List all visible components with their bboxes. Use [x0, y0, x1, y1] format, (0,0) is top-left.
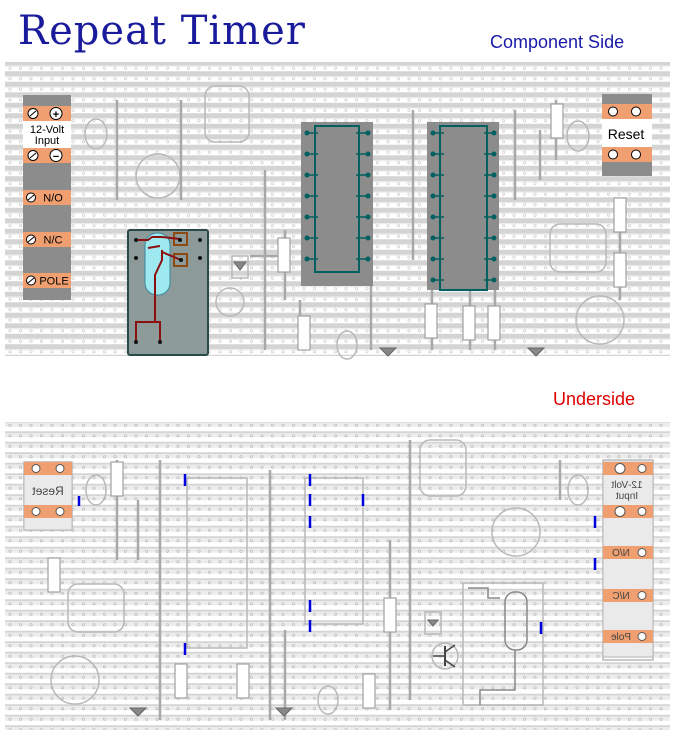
underside-power-relay-terminal: 12-Volt Input N/O N/C Pole — [602, 461, 654, 658]
power-label-line2: Input — [35, 135, 59, 147]
underside-reset-terminal: Reset — [23, 461, 73, 531]
diodes-underside — [128, 619, 440, 717]
component-side-label: Component Side — [490, 32, 625, 52]
plus-symbol: + — [53, 109, 59, 121]
underside-board — [5, 422, 670, 730]
relay-component — [127, 229, 209, 356]
diodes-top — [233, 261, 546, 357]
track-cuts-underside — [77, 474, 597, 655]
minus-symbol: − — [53, 151, 59, 163]
reset-terminal-block: Reset — [602, 94, 652, 176]
relay-terminal-nc: N/C — [44, 235, 63, 247]
ic1-component — [301, 122, 373, 286]
underside-relay-terminal-pole: Pole — [611, 632, 631, 643]
page-title: Repeat Timer — [18, 8, 306, 54]
underside-power-label-line2: Input — [616, 491, 638, 502]
resistors-underside — [47, 461, 397, 709]
relay-terminal-pole: POLE — [39, 276, 68, 288]
component-outlines-top — [84, 85, 625, 360]
underside-label: Underside — [553, 389, 636, 409]
reset-label: Reset — [608, 126, 645, 142]
relay-terminal-no: N/O — [43, 193, 63, 205]
underside-reset-label: Reset — [32, 484, 64, 498]
relay-outline-underside — [468, 587, 528, 705]
underside-relay-terminal-no: N/O — [612, 548, 630, 559]
power-label-line1: 12-Volt — [30, 124, 64, 136]
resistors-top — [277, 103, 627, 351]
ic2-component — [427, 122, 499, 291]
underside-power-label-line1: 12-Volt — [611, 480, 642, 491]
power-relay-terminal-block: + 12-Volt Input − N/O N/C POLE — [23, 95, 71, 300]
underside-relay-terminal-nc: N/C — [612, 591, 629, 602]
transistor-underside — [433, 644, 456, 668]
